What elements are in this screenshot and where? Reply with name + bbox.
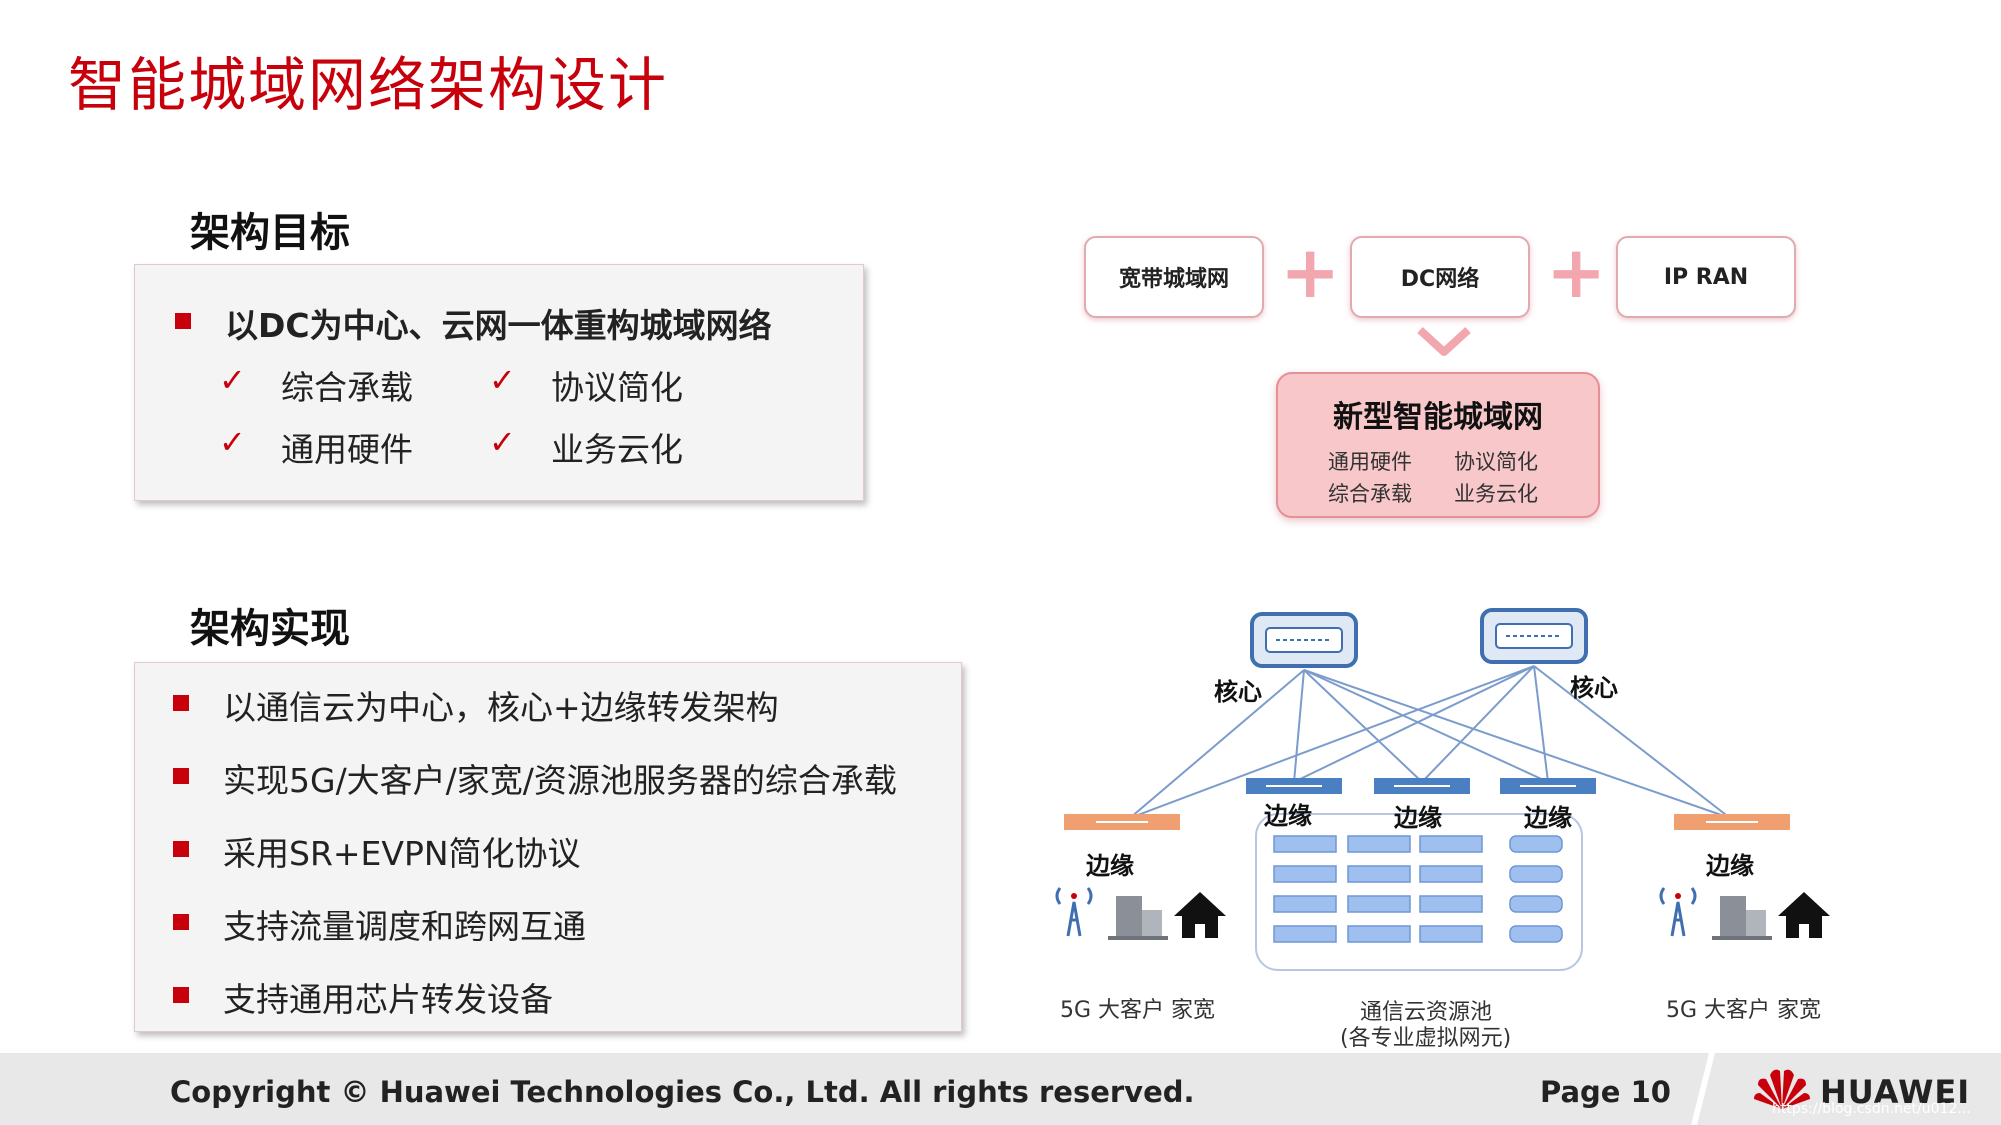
plus-icon: +	[1280, 230, 1341, 314]
edge-label: 边缘	[1086, 852, 1134, 880]
impl-item: 以通信云为中心，核心+边缘转发架构	[223, 688, 779, 727]
new-metro-feature: 综合承载	[1328, 482, 1412, 506]
bullet-icon	[173, 768, 189, 784]
core-label: 核心	[1570, 674, 1618, 702]
edge-switch-icon	[1500, 778, 1596, 794]
copyright-text: Copyright © Huawei Technologies Co., Ltd…	[170, 1075, 1195, 1109]
access-caption: 5G 大客户 家宽	[1060, 998, 1216, 1023]
huawei-brand: HUAWEI	[1820, 1073, 1971, 1111]
new-metro-title: 新型智能城域网	[1333, 400, 1543, 435]
check-icon: ✓	[489, 423, 516, 461]
edge-label: 边缘	[1264, 802, 1312, 830]
server-icon	[1273, 835, 1483, 943]
resource-pool	[1255, 813, 1583, 971]
goal-main: 以DC为中心、云网一体重构城域网络	[225, 306, 772, 345]
edge-label: 边缘	[1706, 852, 1754, 880]
impl-item: 实现5G/大客户/家宽/资源池服务器的综合承载	[223, 761, 897, 800]
edge-label: 边缘	[1394, 804, 1442, 832]
footer-bar: Copyright © Huawei Technologies Co., Ltd…	[0, 1053, 2001, 1125]
bullet-icon	[173, 987, 189, 1003]
home-icon	[1778, 892, 1830, 938]
new-metro-feature: 业务云化	[1454, 482, 1538, 506]
building-icon	[1108, 896, 1168, 940]
check-icon: ✓	[219, 423, 246, 461]
base-station-icon	[1659, 887, 1697, 937]
access-icons-right	[1659, 887, 1830, 940]
access-icons-left	[1055, 887, 1226, 940]
check-icon: ✓	[219, 361, 246, 399]
edge-switch-icon	[1064, 814, 1180, 830]
footer-divider	[1691, 1053, 1715, 1125]
topology-diagram	[1064, 608, 1790, 971]
core-label: 核心	[1214, 678, 1262, 706]
pool-subcaption: (各专业虚拟网元)	[1340, 1026, 1512, 1051]
box-broadband-metro: 宽带城域网	[1084, 236, 1264, 318]
edge-label: 边缘	[1524, 804, 1572, 832]
plus-icon: +	[1546, 230, 1607, 314]
bullet-icon	[173, 695, 189, 711]
new-metro-network-box: 新型智能城域网 通用硬件 协议简化 综合承载 业务云化	[1276, 372, 1600, 518]
impl-item: 采用SR+EVPN简化协议	[223, 834, 581, 873]
box-dc-network: DC网络	[1350, 236, 1530, 318]
new-metro-feature: 通用硬件	[1328, 450, 1412, 474]
goal-check: 通用硬件	[281, 430, 413, 469]
impl-heading: 架构实现	[190, 606, 350, 652]
impl-item: 支持流量调度和跨网互通	[223, 907, 586, 946]
page-number: Page 10	[1540, 1075, 1671, 1109]
page-title: 智能城域网络架构设计	[68, 51, 669, 119]
goal-heading: 架构目标	[190, 210, 350, 256]
edge-switch-icon	[1674, 814, 1790, 830]
box-ip-ran: IP RAN	[1616, 236, 1796, 318]
topology-links	[1129, 665, 1731, 819]
check-icon: ✓	[489, 361, 516, 399]
base-station-icon	[1055, 887, 1093, 937]
new-metro-feature: 协议简化	[1454, 450, 1538, 474]
pool-caption: 通信云资源池	[1360, 1000, 1493, 1025]
building-icon	[1712, 896, 1772, 940]
access-caption: 5G 大客户 家宽	[1666, 998, 1822, 1023]
core-router-icon	[1250, 612, 1358, 668]
goal-check: 协议简化	[551, 368, 683, 407]
goal-card: 以DC为中心、云网一体重构城域网络 ✓ 综合承载 ✓ 协议简化 ✓ 通用硬件 ✓…	[134, 264, 864, 501]
huawei-logo-icon	[1754, 1069, 1810, 1109]
goal-check: 综合承载	[281, 368, 413, 407]
edge-switch-icon	[1374, 778, 1470, 794]
goal-check: 业务云化	[551, 430, 683, 469]
chevron-down-icon	[1417, 327, 1471, 356]
impl-item: 支持通用芯片转发设备	[223, 980, 553, 1019]
edge-switch-icon	[1246, 778, 1342, 794]
bullet-icon	[175, 313, 191, 329]
bullet-icon	[173, 841, 189, 857]
storage-icon	[1509, 835, 1563, 943]
impl-card: 以通信云为中心，核心+边缘转发架构 实现5G/大客户/家宽/资源池服务器的综合承…	[134, 662, 962, 1032]
home-icon	[1174, 892, 1226, 938]
bullet-icon	[173, 914, 189, 930]
watermark-text: https://blog.csdn.net/u012...	[1772, 1101, 1971, 1117]
core-router-icon	[1480, 608, 1588, 664]
